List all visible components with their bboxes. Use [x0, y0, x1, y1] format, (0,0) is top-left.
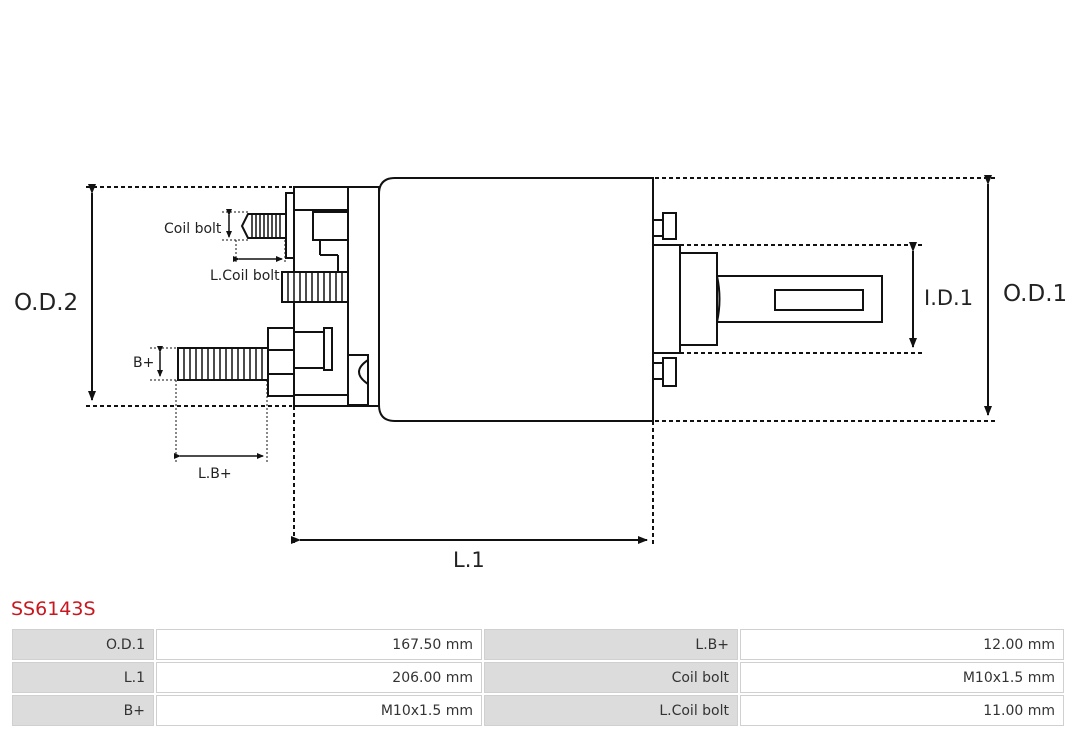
plunger	[652, 212, 883, 387]
product-code: SS6143S	[11, 598, 96, 620]
spec-value: 12.00 mm	[740, 629, 1064, 660]
extension-lines	[86, 177, 995, 546]
table-row: B+ M10x1.5 mm L.Coil bolt 11.00 mm	[12, 695, 1064, 726]
spec-value: M10x1.5 mm	[156, 695, 482, 726]
spec-key: B+	[12, 695, 154, 726]
spec-key: O.D.1	[12, 629, 154, 660]
lbplus-label: L.B+	[198, 466, 232, 482]
bplus-terminal	[177, 327, 333, 397]
l1-label: L.1	[453, 548, 485, 572]
table-row: L.1 206.00 mm Coil bolt M10x1.5 mm	[12, 662, 1064, 693]
specs-table: O.D.1 167.50 mm L.B+ 12.00 mm L.1 206.00…	[10, 627, 1066, 728]
solenoid-body	[293, 177, 654, 422]
thin-extension-lines	[150, 211, 286, 462]
od2-label: O.D.2	[14, 290, 78, 316]
table-row: O.D.1 167.50 mm L.B+ 12.00 mm	[12, 629, 1064, 660]
bplus-label: B+	[133, 355, 154, 371]
spec-key: L.B+	[484, 629, 738, 660]
spec-value: 11.00 mm	[740, 695, 1064, 726]
spec-value: 167.50 mm	[156, 629, 482, 660]
id1-label: I.D.1	[924, 286, 973, 310]
spec-key: Coil bolt	[484, 662, 738, 693]
l-coil-bolt-label: L.Coil bolt	[210, 268, 280, 284]
small-dimension-arrows	[157, 209, 283, 459]
spec-key: L.1	[12, 662, 154, 693]
od1-label: O.D.1	[1003, 281, 1067, 307]
middle-terminal	[281, 271, 349, 303]
coil-bolt-label: Coil bolt	[164, 221, 222, 237]
dimension-arrows	[88, 175, 992, 544]
solenoid-dimension-diagram: O.D.2 O.D.1 I.D.1 L.1 L.B+ B+ Coil bolt …	[14, 175, 1067, 572]
spec-value: 206.00 mm	[156, 662, 482, 693]
coil-bolt	[240, 192, 295, 259]
specs-table-body: O.D.1 167.50 mm L.B+ 12.00 mm L.1 206.00…	[12, 629, 1064, 726]
spec-key: L.Coil bolt	[484, 695, 738, 726]
spec-value: M10x1.5 mm	[740, 662, 1064, 693]
